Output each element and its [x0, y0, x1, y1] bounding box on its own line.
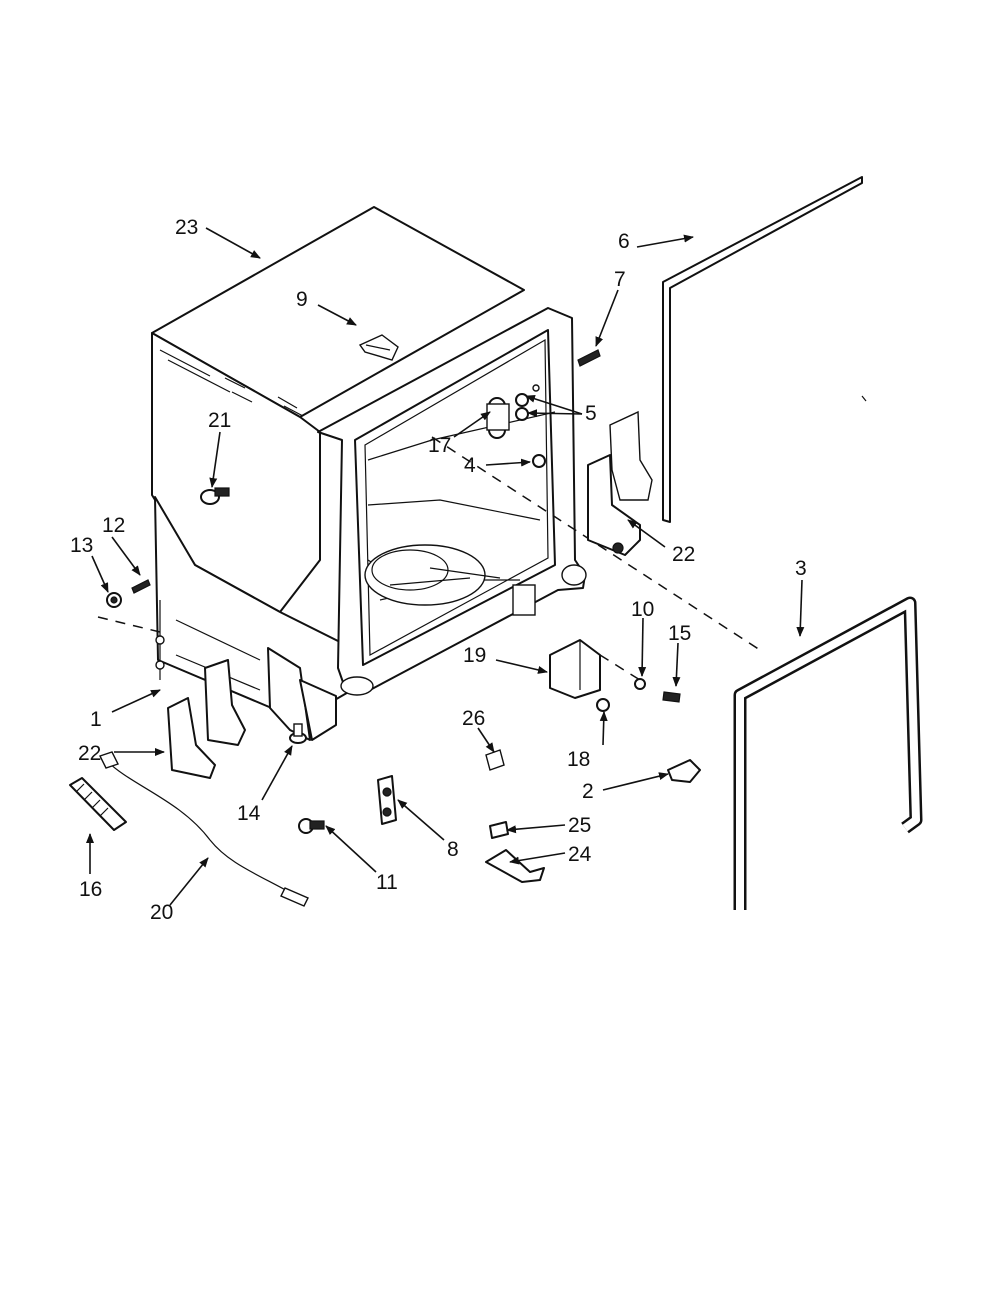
part-10-washer [634, 678, 646, 690]
callout-1: 1 [90, 708, 102, 731]
door-gasket [733, 596, 923, 910]
hinge-bracket-right [587, 410, 653, 556]
part-12-screw [131, 579, 151, 594]
part-13-washer [106, 592, 122, 608]
callout-16: 16 [79, 878, 102, 901]
callout-24: 24 [568, 843, 592, 866]
part-2-latch [667, 759, 701, 783]
part-9-plate [358, 334, 399, 361]
tub-assembly [151, 206, 587, 741]
leader-lines [86, 227, 805, 906]
callout-22-left: 22 [78, 742, 101, 765]
callout-14: 14 [237, 802, 261, 825]
part-26-clip [485, 749, 505, 771]
callout-4: 4 [464, 454, 476, 477]
callout-19: 19 [463, 644, 486, 667]
callout-7: 7 [614, 268, 626, 291]
callout-17: 17 [428, 434, 451, 457]
callout-23: 23 [175, 216, 198, 239]
callout-11: 11 [376, 871, 398, 894]
part-24-clamp [485, 849, 545, 883]
part-5-nuts [515, 384, 540, 421]
part-7-screw [577, 349, 601, 367]
callout-3: 3 [795, 557, 807, 580]
door-panel [662, 176, 867, 523]
callout-21: 21 [208, 409, 231, 432]
part-18-screw [596, 698, 610, 712]
part-14-leg [289, 723, 307, 744]
callout-25: 25 [568, 814, 591, 837]
part-17-valve [486, 397, 510, 439]
part-20-cable [99, 751, 309, 907]
callout-12: 12 [102, 514, 125, 537]
callout-15: 15 [668, 622, 691, 645]
callout-labels: 23 9 21 6 7 5 17 4 22 3 12 13 1 22 14 19… [70, 216, 807, 924]
small-parts [69, 334, 701, 907]
part-19-bracket [549, 639, 601, 699]
callout-18: 18 [567, 748, 590, 771]
callout-13: 13 [70, 534, 93, 557]
callout-26: 26 [462, 707, 485, 730]
callout-8: 8 [447, 838, 459, 861]
part-15-screw [662, 691, 681, 703]
part-21-stud [200, 487, 230, 505]
callout-6: 6 [618, 230, 630, 253]
assembly-guides [97, 436, 761, 681]
part-4-nut [532, 454, 546, 468]
callout-9: 9 [296, 288, 308, 311]
callout-2: 2 [582, 780, 594, 803]
part-16-spring [69, 777, 127, 831]
part-11-screw [298, 818, 325, 834]
callout-10: 10 [631, 598, 654, 621]
callout-5: 5 [585, 402, 597, 425]
callout-22-right: 22 [672, 543, 695, 566]
hinge-bracket-left [167, 659, 246, 779]
callout-20: 20 [150, 901, 173, 924]
part-8-bracket [377, 775, 397, 825]
part-25-nut [489, 821, 509, 839]
